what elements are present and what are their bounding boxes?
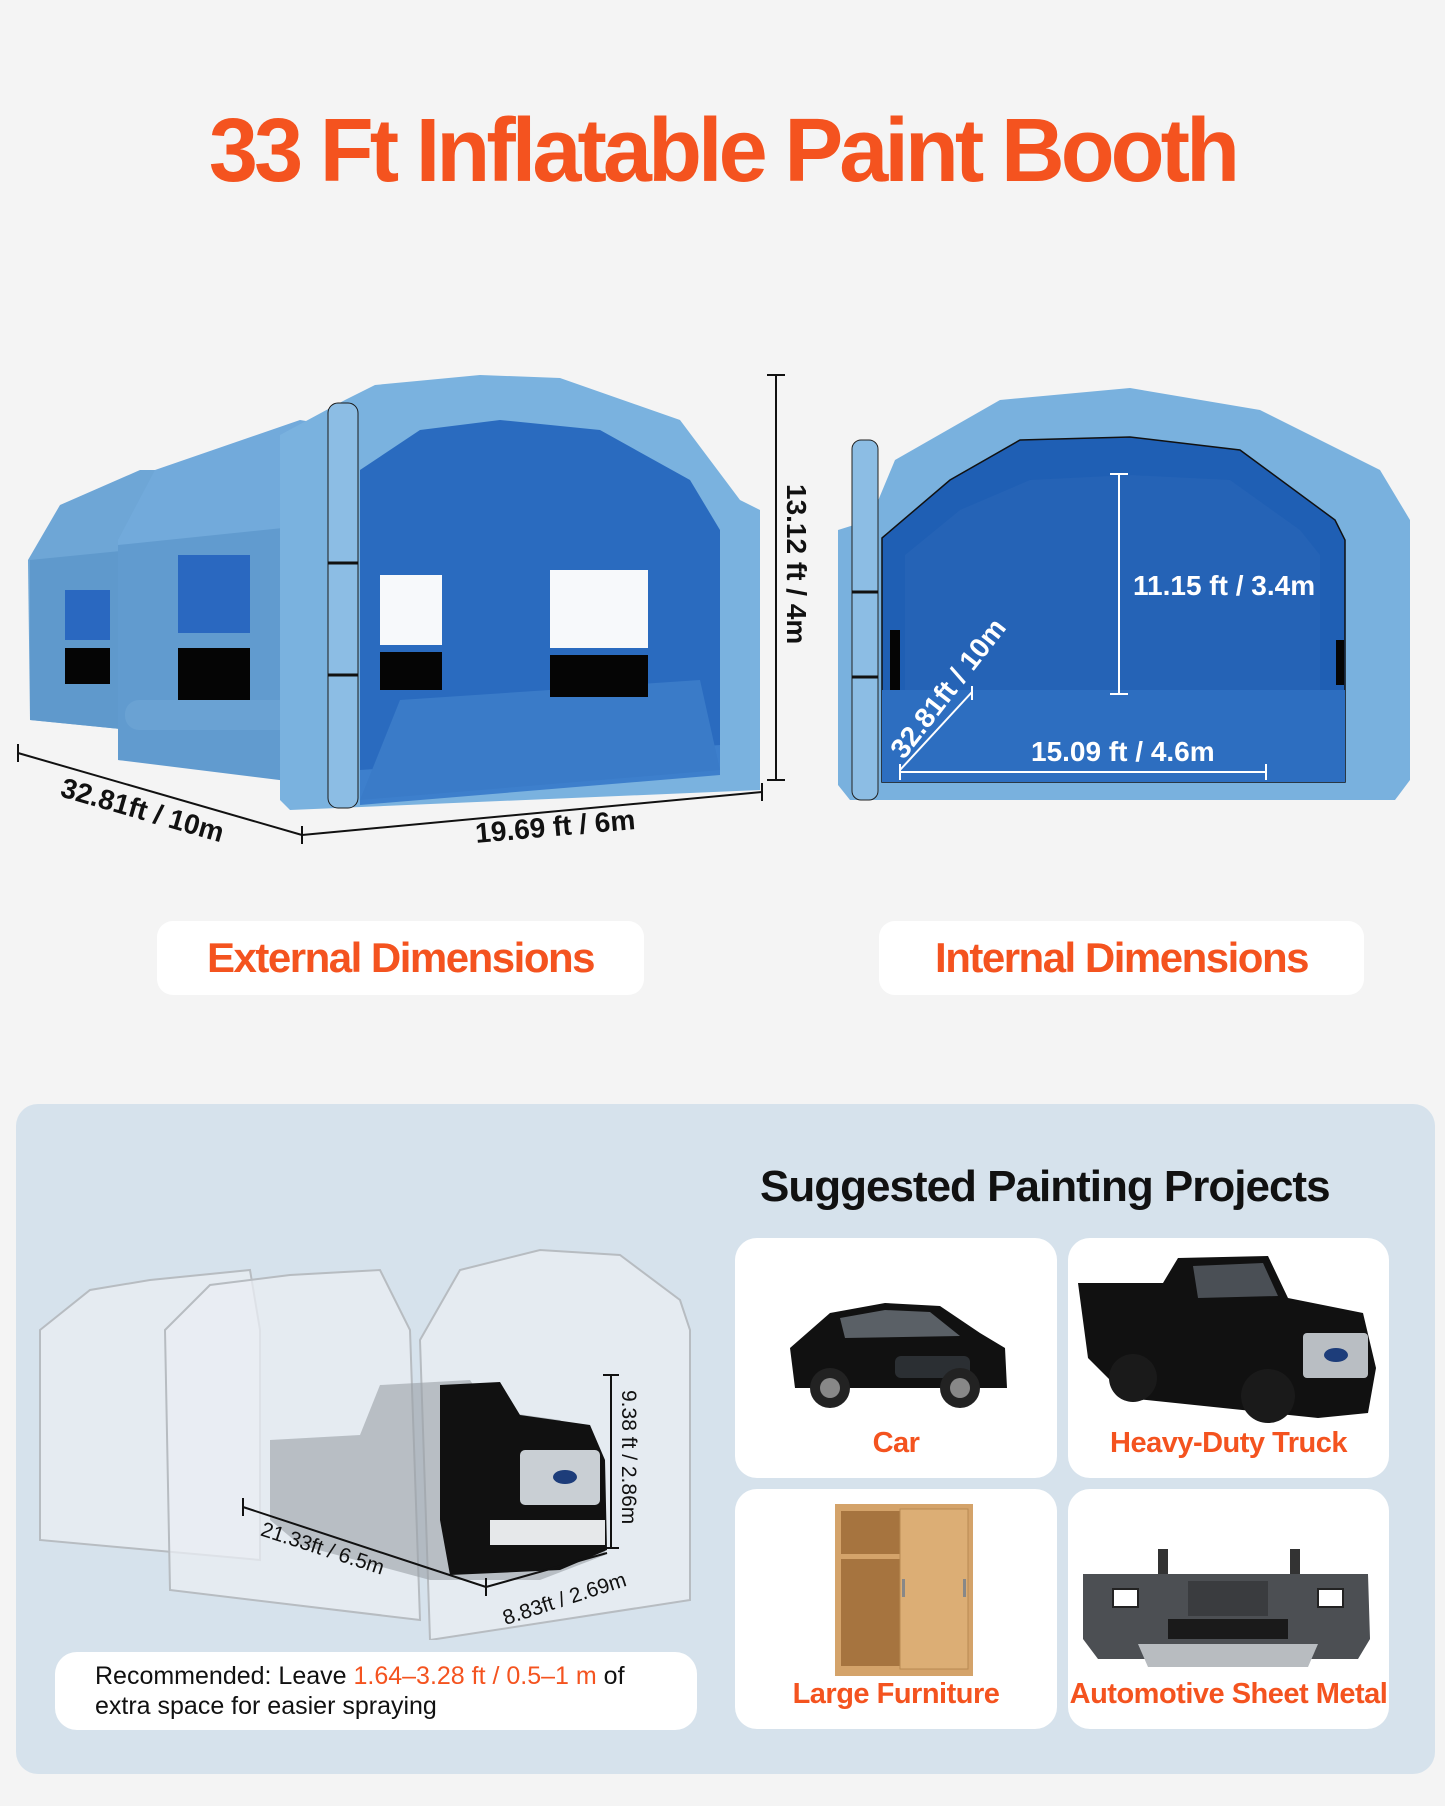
external-booth-illustration [17,374,785,844]
sedan-car-icon [790,1303,1007,1408]
project-card-truck: Heavy-Duty Truck [1068,1238,1389,1478]
project-card-car: Car [735,1238,1057,1478]
internal-booth-illustration [838,388,1410,801]
project-label: Heavy-Duty Truck [1110,1427,1348,1459]
external-height-label: 13.12 ft / 4m [781,484,812,645]
note-line-2: extra space for easier spraying [95,1692,437,1720]
wardrobe-icon [835,1504,973,1676]
project-card-furniture: Large Furniture [735,1489,1057,1729]
transparent-booth-illustration [39,1248,691,1640]
recommendation-note: Recommended: Leave 1.64–3.28 ft / 0.5–1 … [55,1652,697,1730]
internal-width-label: 15.09 ft / 4.6m [1031,736,1215,767]
projects-title: Suggested Painting Projects [760,1162,1331,1211]
project-card-sheet-metal: Automotive Sheet Metal [1068,1489,1389,1729]
project-label: Large Furniture [792,1678,1000,1710]
note-line-1: Recommended: Leave 1.64–3.28 ft / 0.5–1 … [95,1662,625,1690]
page-title: 33 Ft Inflatable Paint Booth [208,101,1240,201]
note-highlight: 1.64–3.28 ft / 0.5–1 m [353,1662,597,1690]
external-dimensions-label: External Dimensions [157,921,644,995]
project-label: Automotive Sheet Metal [1069,1678,1388,1710]
pickup-truck-icon [1078,1256,1376,1423]
bumper-icon [1083,1549,1370,1667]
internal-height-label: 11.15 ft / 3.4m [1133,570,1316,601]
project-label: Car [872,1427,920,1459]
internal-dimensions-label: Internal Dimensions [879,921,1364,995]
vehicle-height-label: 9.38 ft / 2.86m [617,1390,640,1525]
